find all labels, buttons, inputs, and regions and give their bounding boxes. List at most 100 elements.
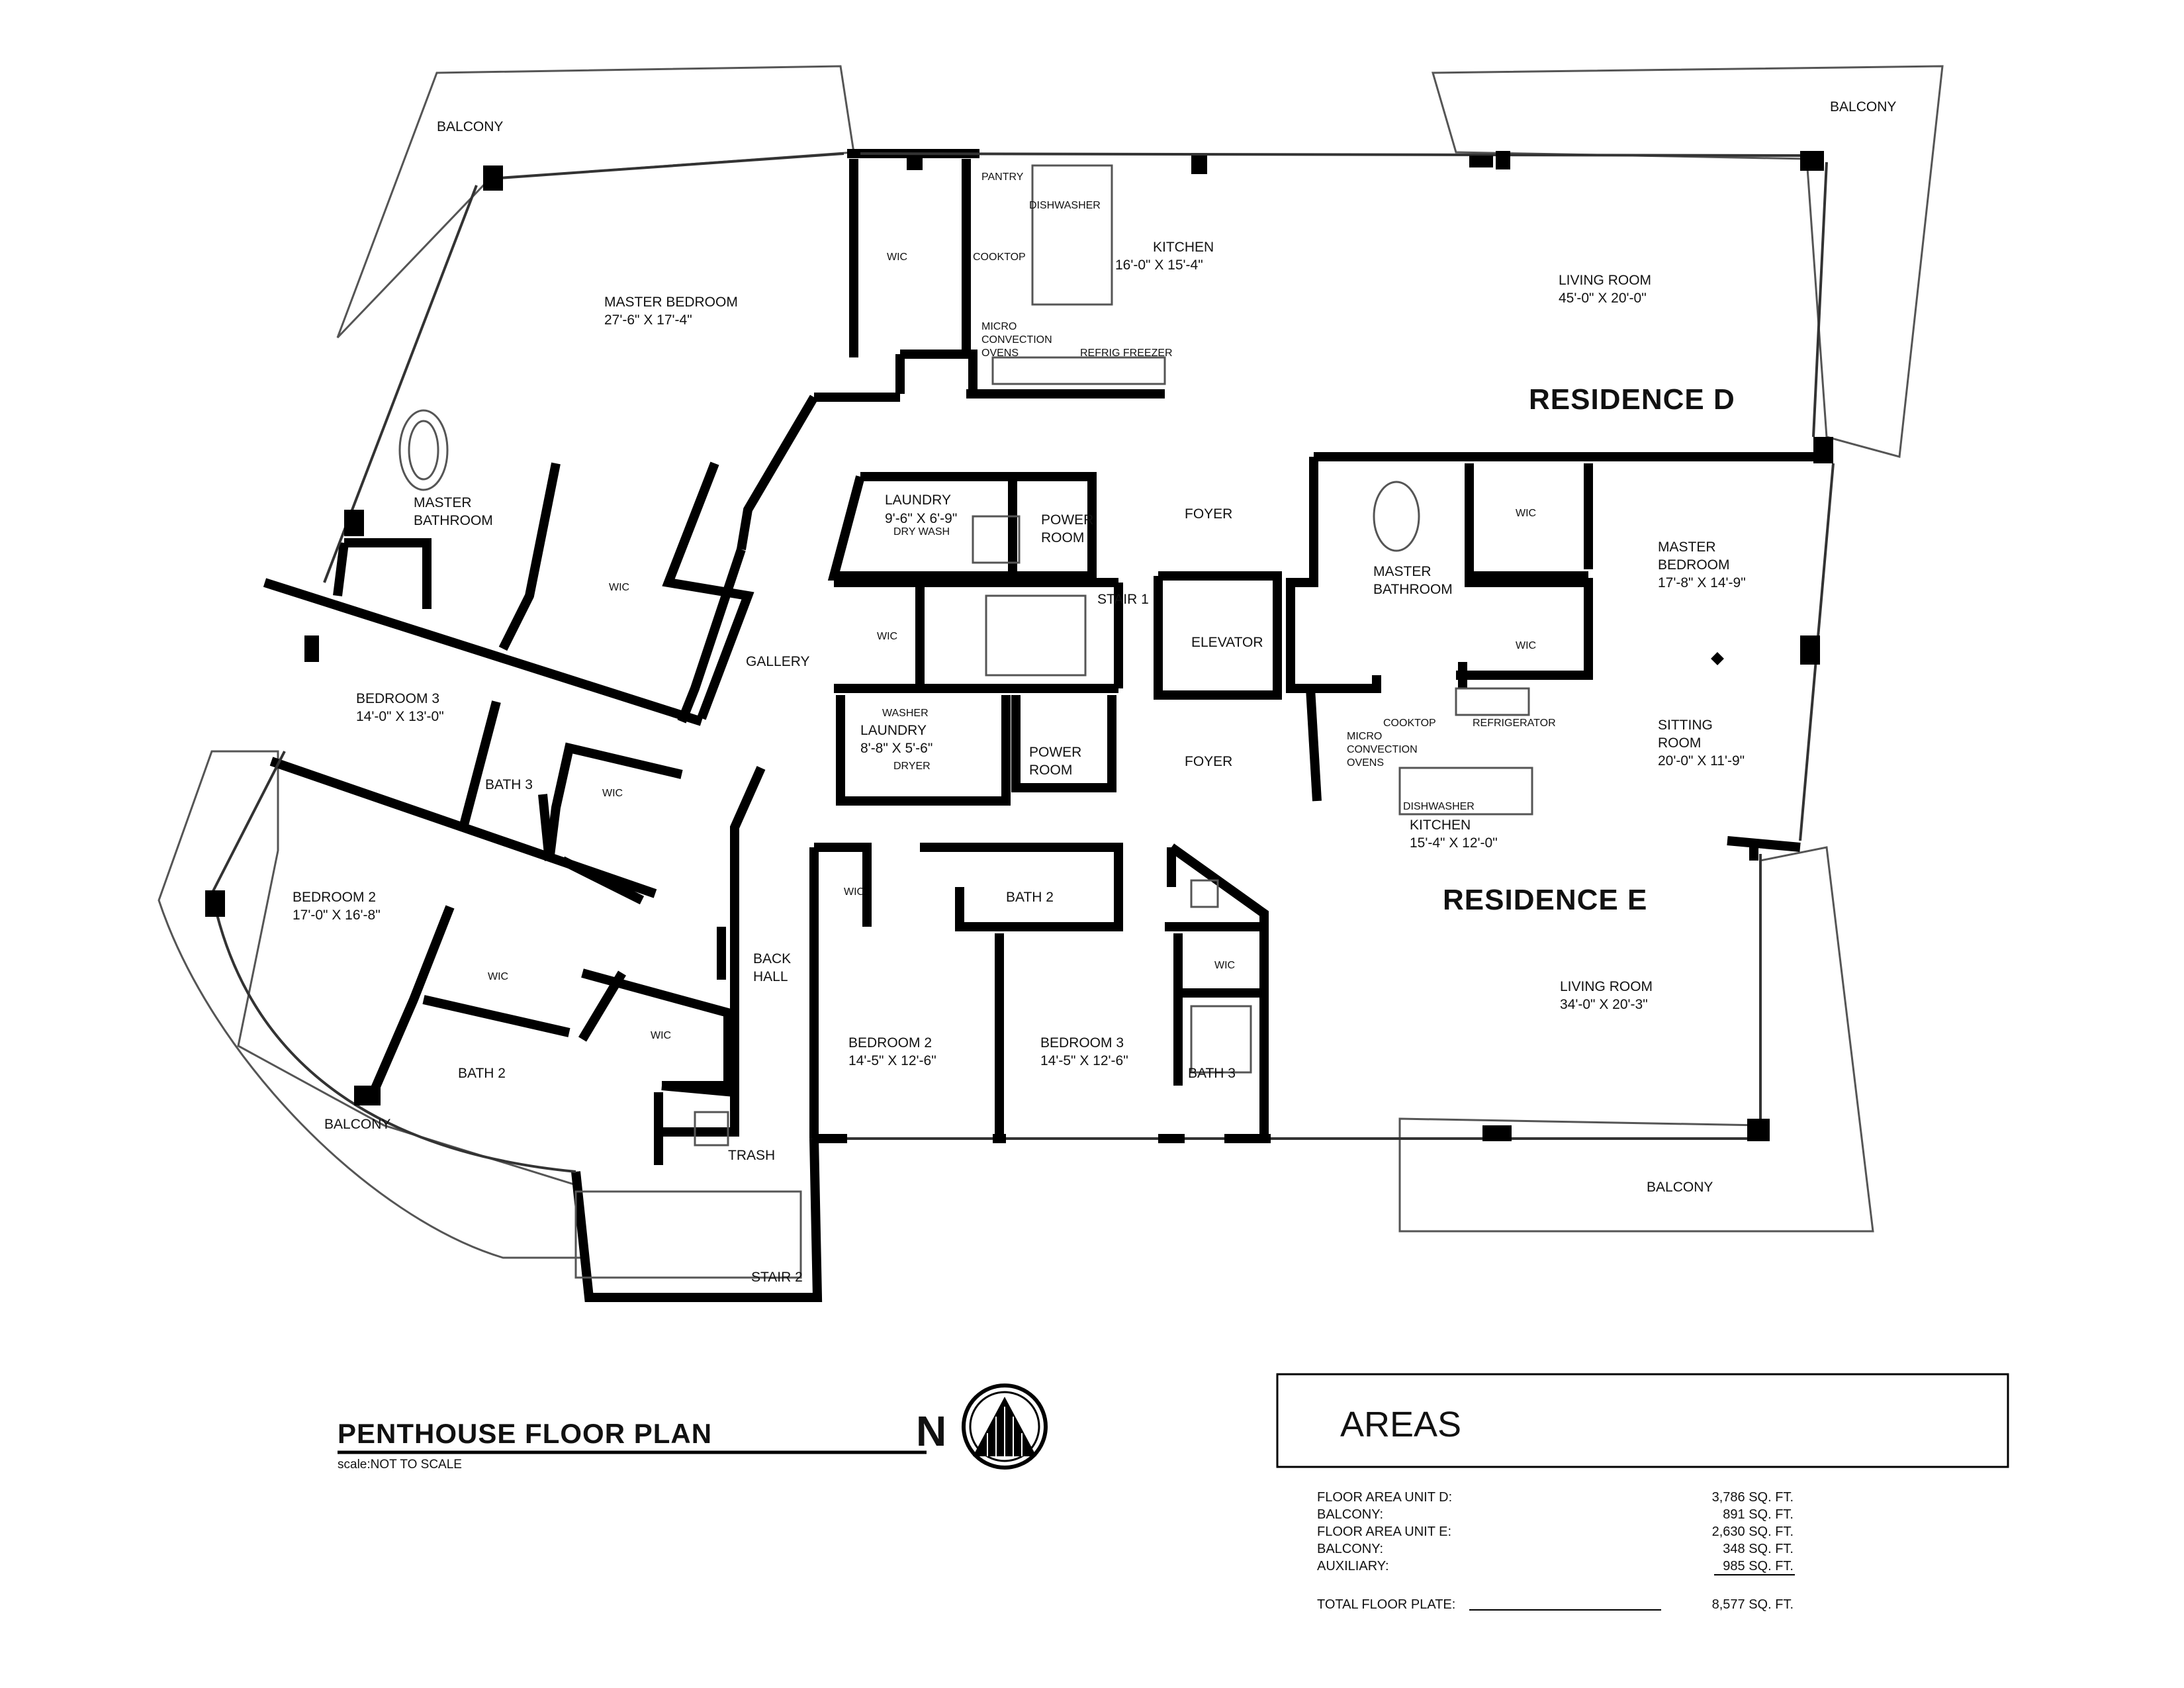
north-arrow-icon bbox=[962, 1383, 1048, 1470]
area-row-label: BALCONY: bbox=[1317, 1507, 1383, 1522]
area-row-label: AUXILIARY: bbox=[1317, 1559, 1389, 1573]
area-total-label: TOTAL FLOOR PLATE: bbox=[1317, 1597, 1455, 1612]
label-cooktop-d: COOKTOP bbox=[973, 252, 1026, 263]
label-micro-d-2: CONVECTION bbox=[981, 334, 1052, 346]
label-power-d-1: POWER bbox=[1041, 512, 1093, 528]
label-micro-d-3: OVENS bbox=[981, 348, 1019, 359]
scale-note: scale:NOT TO SCALE bbox=[338, 1458, 462, 1472]
label-living-e: LIVING ROOM bbox=[1560, 979, 1653, 994]
area-total-value: 8,577 SQ. FT. bbox=[1712, 1597, 1794, 1612]
label-bed3-e-dim: 14'-5" X 12'-6" bbox=[1040, 1053, 1128, 1068]
label-laundry-e: LAUNDRY bbox=[860, 723, 927, 738]
label-bath2-e: BATH 2 bbox=[1006, 890, 1054, 905]
label-bed2-e-dim: 14'-5" X 12'-6" bbox=[848, 1053, 936, 1068]
label-wic-d-kitchen: WIC bbox=[887, 252, 907, 263]
fixtures bbox=[398, 164, 1533, 1279]
label-balcony-ne: BALCONY bbox=[1830, 99, 1896, 115]
label-wic-e-2: WIC bbox=[1516, 640, 1536, 651]
label-kitchen-e: KITCHEN bbox=[1410, 818, 1471, 833]
walls-centre bbox=[809, 472, 1282, 1143]
areas-rows: FLOOR AREA UNIT D: 3,786 SQ. FT. BALCONY… bbox=[1317, 1490, 1795, 1612]
areas-box bbox=[1276, 1373, 2009, 1468]
label-wic-d-master: WIC bbox=[609, 582, 629, 593]
label-balcony-sw: BALCONY bbox=[324, 1117, 390, 1132]
label-master-bed-d: MASTER BEDROOM bbox=[604, 295, 738, 310]
label-micro-d-1: MICRO bbox=[981, 321, 1017, 332]
label-master-bath-e-1: MASTER bbox=[1373, 564, 1432, 579]
label-bed3-e: BEDROOM 3 bbox=[1040, 1035, 1124, 1051]
area-row-label: FLOOR AREA UNIT E: bbox=[1317, 1524, 1451, 1539]
label-sitting-dim: 20'-0" X 11'-9" bbox=[1658, 753, 1745, 769]
areas-heading: AREAS bbox=[1340, 1405, 1461, 1444]
label-kitchen-e-dim: 15'-4" X 12'-0" bbox=[1410, 835, 1498, 851]
label-master-bed-e-dim: 17'-8" X 14'-9" bbox=[1658, 575, 1746, 590]
columns bbox=[205, 151, 1833, 1141]
label-master-bed-e-2: BEDROOM bbox=[1658, 557, 1730, 573]
label-master-bath-d-2: BATHROOM bbox=[414, 513, 493, 528]
label-foyer-d: FOYER bbox=[1185, 506, 1232, 522]
label-bed3-d-dim: 14'-0" X 13'-0" bbox=[356, 709, 444, 724]
label-laundry-e-dim: 8'-8" X 5'-6" bbox=[860, 741, 933, 756]
north-letter: N bbox=[916, 1407, 946, 1455]
label-laundry-d-dim: 9'-6" X 6'-9" bbox=[885, 511, 957, 526]
residence-e-title: RESIDENCE E bbox=[1443, 884, 1647, 916]
label-wic-e-bed3: WIC bbox=[1214, 960, 1235, 971]
label-foyer-e: FOYER bbox=[1185, 754, 1232, 769]
balcony-outlines bbox=[158, 65, 1944, 1259]
label-living-d-dim: 45'-0" X 20'-0" bbox=[1559, 291, 1647, 306]
areas-panel: AREAS FLOOR AREA UNIT D: 3,786 SQ. FT. B… bbox=[1276, 1373, 2009, 1612]
label-dryer-e: DRYER bbox=[893, 761, 931, 772]
label-elevator: ELEVATOR bbox=[1191, 635, 1263, 650]
label-bed2-e: BEDROOM 2 bbox=[848, 1035, 932, 1051]
area-row-label: BALCONY: bbox=[1317, 1542, 1383, 1556]
label-kitchen-d-dim: 16'-0" X 15'-4" bbox=[1115, 258, 1203, 273]
area-row-value: 891 SQ. FT. bbox=[1723, 1507, 1794, 1522]
label-gallery: GALLERY bbox=[746, 654, 810, 669]
label-master-bed-d-dim: 27'-6" X 17'-4" bbox=[604, 312, 692, 328]
label-kitchen-d: KITCHEN bbox=[1153, 240, 1214, 255]
label-stair1: STAIR 1 bbox=[1097, 592, 1149, 607]
room-labels: BALCONY BALCONY BALCONY BALCONY PANTRY D… bbox=[293, 99, 1896, 1285]
plan-title: PENTHOUSE FLOOR PLAN bbox=[338, 1418, 712, 1449]
label-cooktop-e: COOKTOP bbox=[1383, 718, 1436, 729]
area-row-value: 348 SQ. FT. bbox=[1723, 1542, 1794, 1556]
label-bath3-d: BATH 3 bbox=[485, 777, 533, 792]
area-row-value: 3,786 SQ. FT. bbox=[1712, 1490, 1794, 1505]
label-bed2-d: BEDROOM 2 bbox=[293, 890, 376, 905]
label-laundry-d-dw: DRY WASH bbox=[893, 526, 950, 538]
label-dishwasher-d: DISHWASHER bbox=[1029, 200, 1101, 211]
label-dishwasher-e: DISHWASHER bbox=[1403, 801, 1475, 812]
label-micro-e-3: OVENS bbox=[1347, 757, 1384, 769]
label-micro-e-1: MICRO bbox=[1347, 731, 1382, 742]
label-master-bed-e-1: MASTER bbox=[1658, 539, 1716, 555]
walls-residence-d bbox=[263, 149, 1165, 1302]
residence-d-title: RESIDENCE D bbox=[1529, 383, 1735, 416]
label-trash: TRASH bbox=[728, 1148, 775, 1163]
label-power-e-1: POWER bbox=[1029, 745, 1081, 760]
label-wic-e-1: WIC bbox=[1516, 508, 1536, 519]
label-stair2: STAIR 2 bbox=[751, 1270, 803, 1285]
label-bath2-d: BATH 2 bbox=[458, 1066, 506, 1081]
label-living-d: LIVING ROOM bbox=[1559, 273, 1651, 288]
label-wic-d-bed2a: WIC bbox=[488, 971, 508, 982]
label-laundry-d: LAUNDRY bbox=[885, 492, 951, 508]
label-master-bath-e-2: BATHROOM bbox=[1373, 582, 1453, 597]
label-refrig-d: REFRIG FREEZER bbox=[1080, 348, 1173, 359]
label-bed3-d: BEDROOM 3 bbox=[356, 691, 439, 706]
label-wic-d-bed3: WIC bbox=[602, 788, 623, 799]
label-washer-e: WASHER bbox=[882, 708, 929, 719]
label-pantry: PANTRY bbox=[981, 171, 1024, 183]
label-sitting-1: SITTING bbox=[1658, 718, 1713, 733]
walls-residence-e bbox=[1286, 452, 1833, 861]
label-power-d-2: ROOM bbox=[1041, 530, 1084, 545]
label-wic-gallery: WIC bbox=[877, 631, 897, 642]
label-sitting-2: ROOM bbox=[1658, 735, 1701, 751]
label-refrigerator-e: REFRIGERATOR bbox=[1473, 718, 1556, 729]
label-power-e-2: ROOM bbox=[1029, 763, 1072, 778]
label-bed2-d-dim: 17'-0" X 16'-8" bbox=[293, 908, 381, 923]
label-micro-e-2: CONVECTION bbox=[1347, 744, 1418, 755]
label-back-hall-1: BACK bbox=[753, 951, 791, 966]
label-balcony-se: BALCONY bbox=[1647, 1180, 1713, 1195]
label-wic-e-bed2: WIC bbox=[844, 886, 864, 898]
